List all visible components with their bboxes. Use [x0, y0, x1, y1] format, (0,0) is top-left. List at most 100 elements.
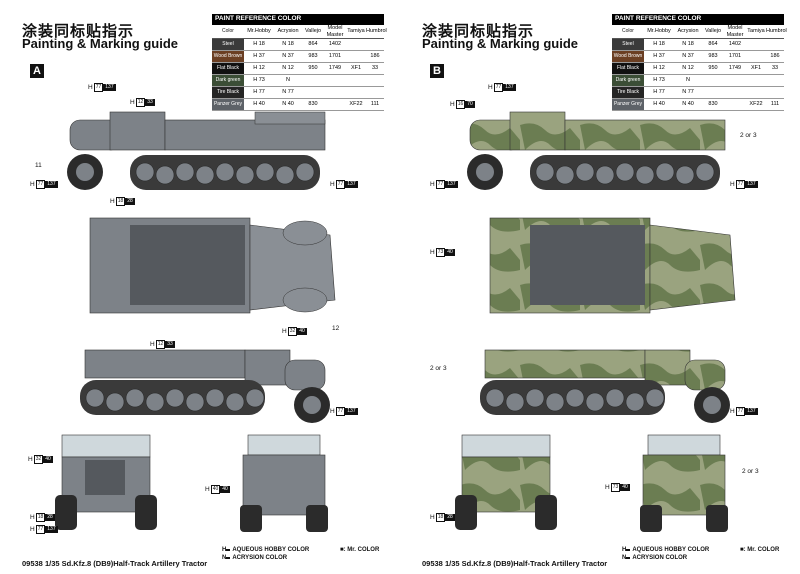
color-name: Panzer Grey	[612, 99, 644, 110]
col-modelmaster: Model Master	[326, 24, 344, 38]
color-name: Tire Black	[612, 87, 644, 98]
col-humbrol: Humbrol	[366, 28, 387, 34]
col-acrysion: Acrysion	[277, 28, 299, 34]
vehicle-drawings	[455, 111, 736, 532]
col-modelmaster: Model Master	[726, 24, 744, 38]
part-ref-2or3-c: 2 or 3	[742, 468, 759, 475]
side-view-left	[467, 111, 726, 190]
col-humbrol: Humbrol	[766, 28, 787, 34]
modelmaster-code: 1402	[328, 41, 342, 47]
vallejo-code: 864	[308, 41, 318, 47]
mrhobby-code: H 18	[653, 41, 665, 47]
vallejo-code: 983	[708, 53, 718, 59]
mrhobby-code: H 40	[253, 101, 265, 107]
side-view-left	[67, 111, 326, 190]
mrhobby-code: H 12	[653, 65, 665, 71]
col-tamiya: Tamiya	[347, 28, 365, 34]
humbrol-code: 111	[770, 101, 780, 107]
modelmaster-code: 1402	[728, 41, 742, 47]
acrysion-code: N 37	[682, 53, 694, 59]
page-footer: 09538 1/35 Sd.Kfz.8 (DB9)Half-Track Arti…	[22, 559, 208, 568]
part-ref-2or3: 2 or 3	[740, 132, 757, 139]
acrysion-code: N 18	[282, 41, 294, 47]
modelmaster-code: 1701	[328, 53, 342, 59]
acrysion-code: N 40	[682, 101, 694, 107]
modelmaster-code: 1749	[728, 65, 742, 71]
acrysion-code: N 12	[282, 65, 294, 71]
vehicle-drawings	[55, 111, 336, 532]
tamiya-code: XF1	[350, 65, 362, 71]
acrysion-code: N 12	[682, 65, 694, 71]
mrhobby-code: H 73	[653, 77, 665, 83]
paint-reference-table: PAINT REFERENCE COLOR Color Mr.Hobby Acr…	[612, 14, 787, 111]
paint-table-title: PAINT REFERENCE COLOR	[612, 14, 784, 25]
top-view	[89, 217, 336, 314]
guide-page-b: 涂装同标贴指示 Painting & Marking guide B PAINT…	[400, 0, 800, 574]
paint-table-title: PAINT REFERENCE COLOR	[212, 14, 384, 25]
guide-page-a: 涂装同标贴指示 Painting & Marking guide A PAINT…	[22, 14, 387, 568]
top-view	[489, 217, 736, 314]
page-title-cn: 涂装同标贴指示	[422, 22, 535, 40]
mrhobby-code: H 77	[253, 89, 265, 95]
side-view-right	[480, 349, 730, 423]
page-title: Painting & Marking guide	[422, 36, 579, 51]
color-name: Wood Brown	[212, 51, 244, 62]
front-view	[55, 434, 157, 530]
acrysion-code: N 40	[282, 101, 294, 107]
col-mrhobby: Mr.Hobby	[647, 28, 671, 34]
color-name: Steel	[612, 39, 644, 50]
vallejo-code: 830	[708, 101, 718, 107]
tamiya-code: XF22	[349, 101, 363, 107]
color-name: Steel	[212, 39, 244, 50]
part-ref-11: 11	[35, 162, 42, 169]
mrhobby-code: H 37	[253, 53, 265, 59]
modelmaster-code: 1749	[328, 65, 342, 71]
mrhobby-code: H 40	[653, 101, 665, 107]
part-ref-12: 12	[332, 325, 340, 332]
vallejo-code: 950	[708, 65, 718, 71]
col-color: Color	[622, 28, 634, 34]
tamiya-code: XF22	[749, 101, 763, 107]
color-name: Dark green	[612, 75, 644, 86]
front-view	[455, 434, 557, 530]
page-footer: 09538 1/35 Sd.Kfz.8 (DB9)Half-Track Arti…	[422, 559, 608, 568]
humbrol-code: 33	[771, 65, 779, 71]
col-vallejo: Vallejo	[304, 28, 322, 34]
rear-view	[640, 434, 728, 532]
color-name: Wood Brown	[612, 51, 644, 62]
vallejo-code: 983	[308, 53, 318, 59]
col-mrhobby: Mr.Hobby	[247, 28, 271, 34]
humbrol-code: 111	[370, 101, 380, 107]
vallejo-code: 864	[708, 41, 718, 47]
legend-mrcolor: ■: Mr. COLOR	[340, 547, 380, 553]
color-name: Flat Black	[212, 63, 244, 74]
col-acrysion: Acrysion	[677, 28, 699, 34]
modelmaster-code: 1701	[728, 53, 742, 59]
acrysion-code: N 77	[682, 89, 694, 95]
page-title-cn: 涂装同标贴指示	[22, 22, 135, 40]
